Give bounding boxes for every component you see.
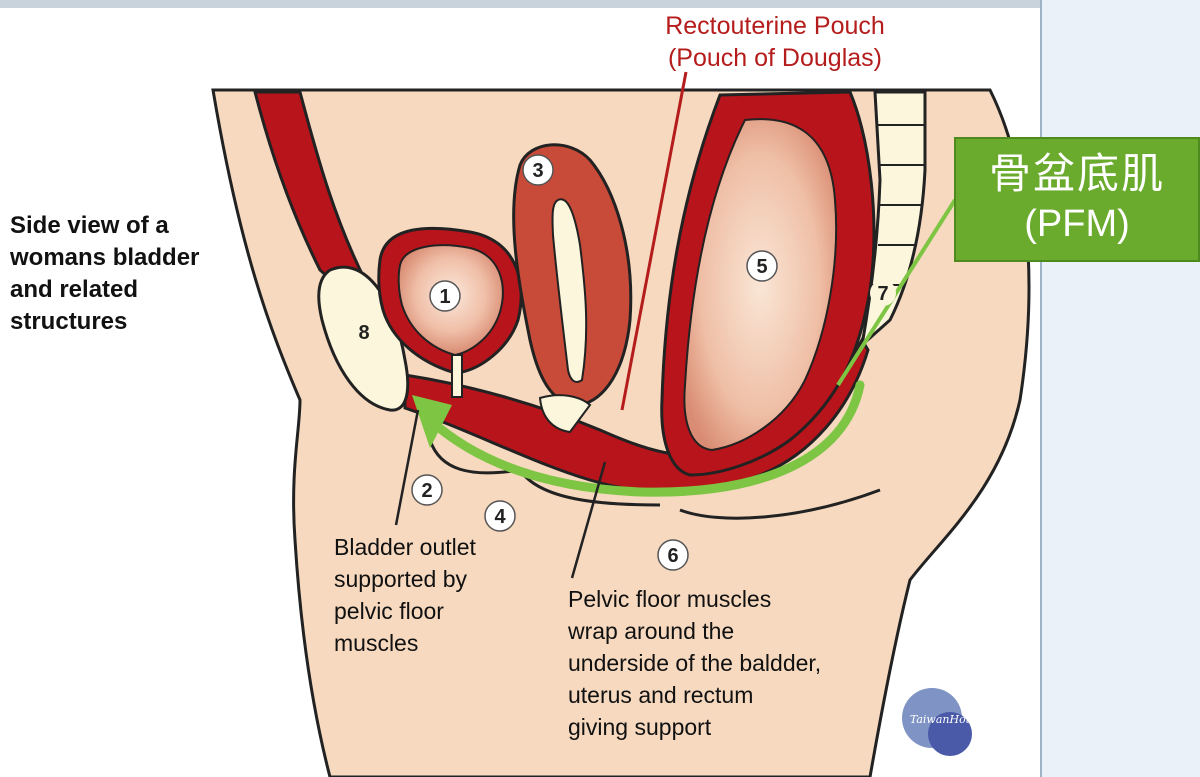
pfm-label-box: 骨盆底肌 (PFM) (954, 137, 1200, 262)
right-margin-panel (1040, 0, 1200, 777)
svg-text:6: 6 (667, 545, 678, 567)
side-view-caption: Side view of a womans bladder and relate… (10, 212, 200, 335)
label-8: 8 (351, 319, 377, 345)
label-3: 3 (522, 154, 554, 186)
label-1: 1 (429, 280, 461, 312)
label-5: 5 (746, 250, 778, 282)
svg-text:8: 8 (358, 322, 369, 344)
label-6: 6 (657, 539, 689, 571)
pouch-label-line2: (Pouch of Douglas) (667, 44, 882, 72)
vagina (538, 394, 592, 434)
pfm-pointer-line (836, 198, 957, 387)
bladder-outlet-leader (394, 409, 420, 526)
label-2: 2 (411, 474, 443, 506)
pouch-of-douglas-label: Rectouterine Pouch (Pouch of Douglas) (640, 10, 910, 74)
label-7: 7 (870, 280, 896, 306)
pelvic-floor-leader (570, 461, 607, 579)
watermark-text: TaiwanHot (909, 713, 971, 726)
label-4: 4 (484, 500, 516, 532)
rectum-interior (683, 118, 838, 452)
watermark-logo-icon (902, 688, 972, 756)
support-arrowhead (412, 395, 452, 448)
svg-text:3: 3 (532, 160, 543, 182)
bladder-outlet-text: Bladder outlet supported by pelvic floor… (334, 534, 476, 656)
right-margin-line (1040, 0, 1042, 777)
svg-text:1: 1 (439, 286, 450, 308)
uterine-cavity (551, 198, 588, 383)
pfm-chinese-label: 骨盆底肌 (988, 150, 1165, 197)
support-arrow (425, 380, 865, 497)
top-border (0, 0, 1040, 8)
svg-text:7: 7 (877, 283, 888, 305)
pelvic-floor-text: Pelvic floor muscles wrap around the und… (568, 586, 822, 740)
svg-text:2: 2 (421, 480, 432, 502)
svg-text:4: 4 (494, 506, 506, 528)
perineum-outline (428, 439, 881, 520)
pouch-label-line1: Rectouterine Pouch (665, 12, 885, 40)
urethra (451, 354, 463, 398)
svg-text:5: 5 (756, 256, 767, 278)
pfm-english-label: (PFM) (1024, 203, 1130, 245)
pouch-pointer-line (620, 71, 688, 411)
